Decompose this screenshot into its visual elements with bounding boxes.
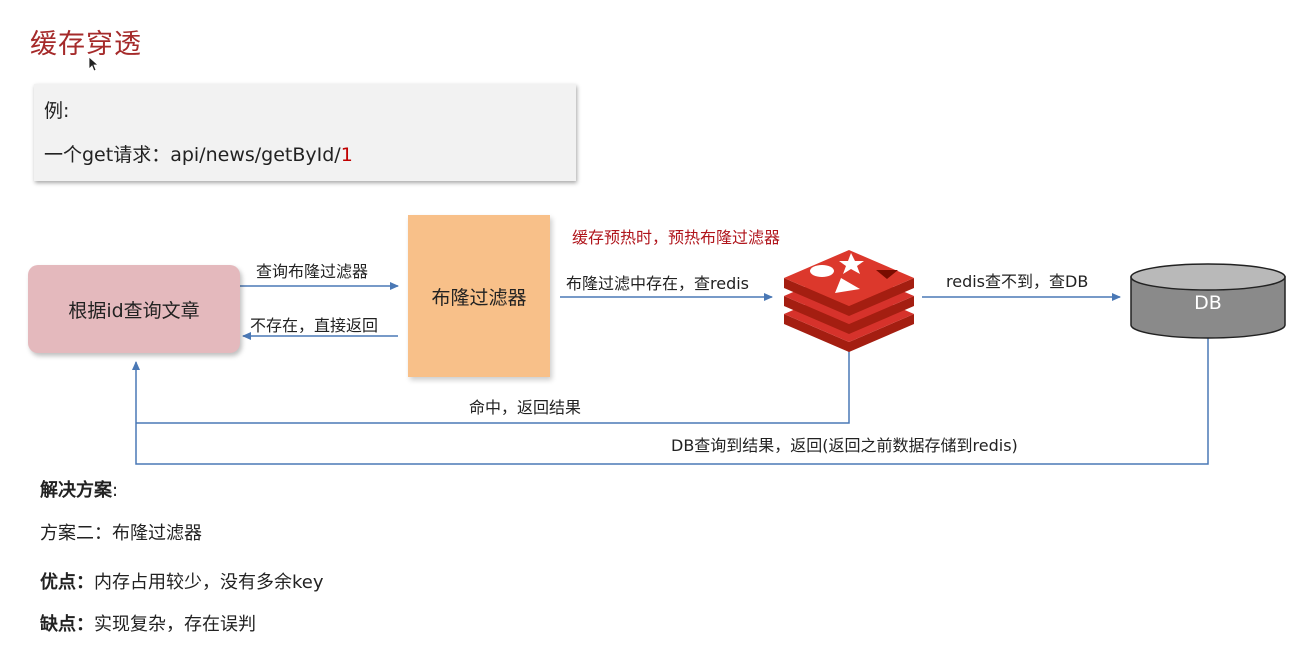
cons-line: 缺点：实现复杂，存在误判 xyxy=(40,610,256,636)
edge-label-redis-miss: redis查不到，查DB xyxy=(946,272,1089,291)
cons-label: 缺点： xyxy=(40,614,94,635)
pros-label: 优点： xyxy=(40,572,94,593)
db-label: DB xyxy=(1194,292,1222,314)
example-label: 例: xyxy=(44,100,70,122)
edge-label-hit: 命中，返回结果 xyxy=(469,398,582,417)
solution-heading-colon: : xyxy=(112,480,119,501)
redis-logo-icon xyxy=(784,250,914,352)
database-icon xyxy=(1130,263,1286,339)
example-request: 一个get请求：api/news/getById/1 xyxy=(44,140,353,167)
edge-label-db-return: DB查询到结果，返回(返回之前数据存储到redis) xyxy=(671,436,1018,455)
bloom-filter-box: 布隆过滤器 xyxy=(408,215,550,377)
example-box: 例: 一个get请求：api/news/getById/1 xyxy=(34,84,576,181)
line-hit-return xyxy=(136,345,850,424)
edge-label-not-exist: 不存在，直接返回 xyxy=(250,316,379,335)
page-title: 缓存穿透 xyxy=(30,29,142,60)
edge-label-query-bloom: 查询布隆过滤器 xyxy=(256,262,369,281)
cons-text: 实现复杂，存在误判 xyxy=(94,614,256,635)
article-query-box: 根据id查询文章 xyxy=(28,265,240,353)
solution-heading-text: 解决方案 xyxy=(40,480,112,501)
edge-label-exist-redis: 布隆过滤中存在，查redis xyxy=(566,274,750,293)
pros-text: 内存占用较少，没有多余key xyxy=(94,572,324,593)
pros-line: 优点：内存占用较少，没有多余key xyxy=(40,568,324,594)
solution-plan: 方案二：布隆过滤器 xyxy=(40,523,202,544)
arrow-db-return xyxy=(132,337,1209,465)
request-id: 1 xyxy=(340,144,353,166)
preheat-note: 缓存预热时，预热布隆过滤器 xyxy=(572,228,781,247)
request-path: 一个get请求：api/news/getById/ xyxy=(44,144,341,166)
mouse-cursor-icon xyxy=(88,56,100,72)
solution-heading: 解决方案: xyxy=(40,476,118,502)
